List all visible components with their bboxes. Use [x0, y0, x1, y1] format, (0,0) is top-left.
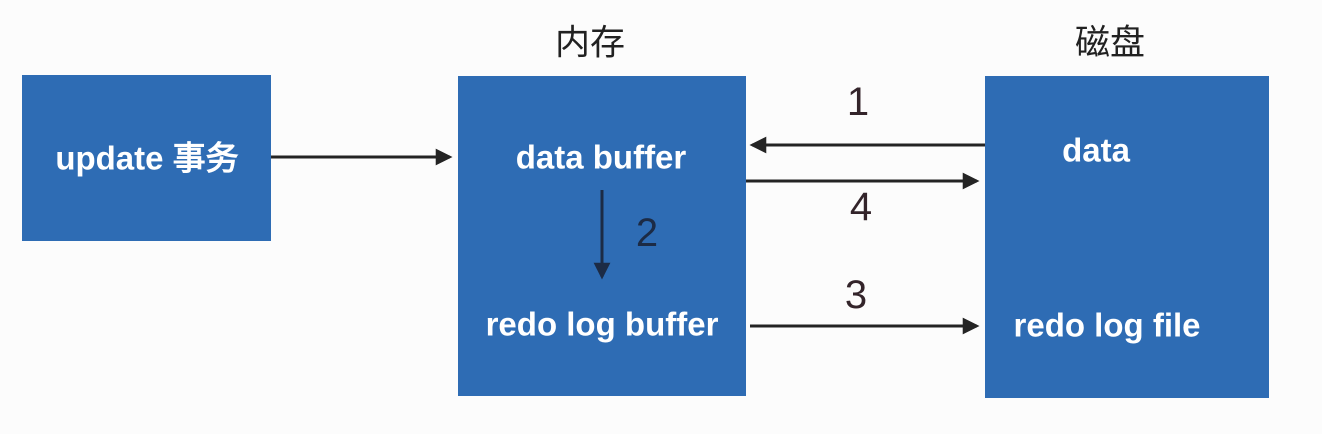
redo-log-file-label: redo log file: [1013, 306, 1201, 344]
disk-box: [985, 76, 1269, 398]
step-3-label: 3: [844, 273, 868, 317]
memory-box: [458, 76, 746, 396]
memory-zone-title: 内存: [554, 23, 626, 64]
redo-log-buffer-label: redo log buffer: [485, 305, 719, 343]
data-buffer-label: data buffer: [515, 138, 687, 176]
step-2-label: 2: [635, 211, 659, 255]
update-transaction-box: [22, 75, 271, 241]
data-label: data: [1062, 131, 1130, 169]
update-transaction-label: update 事务: [55, 139, 239, 177]
disk-zone-title: 磁盘: [1074, 23, 1146, 64]
step-1-label: 1: [846, 80, 870, 124]
step-4-label: 4: [849, 185, 873, 229]
